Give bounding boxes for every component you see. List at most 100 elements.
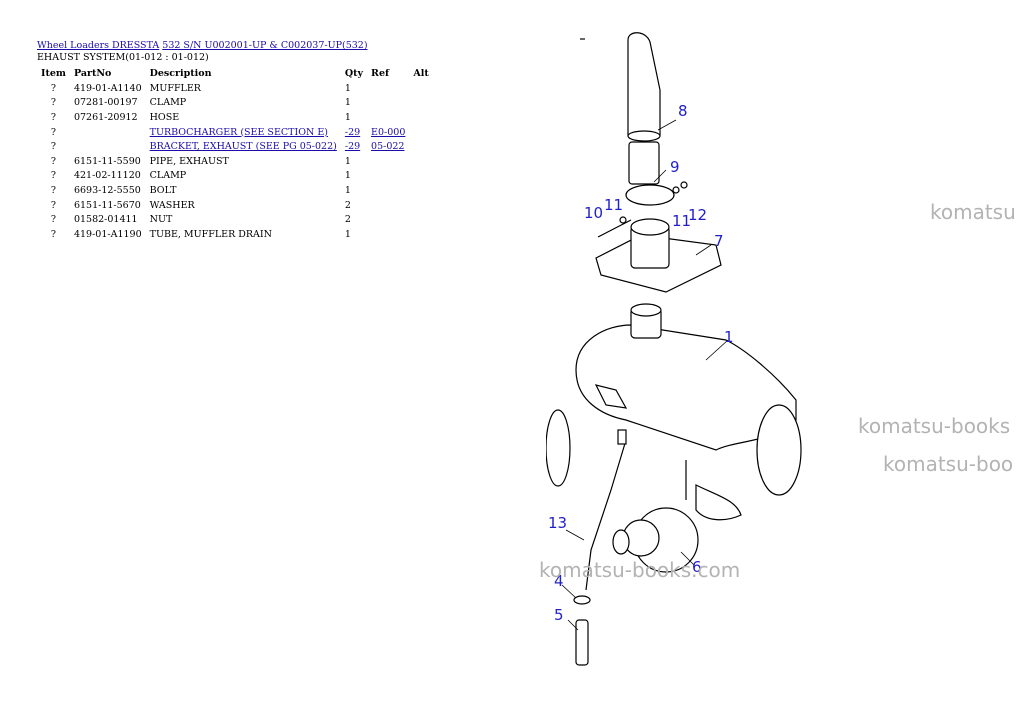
callout-1: 1: [724, 328, 734, 346]
table-row: ? TURBOCHARGER (SEE SECTION E) -29 E0-000: [37, 125, 433, 140]
cell-alt: [409, 227, 432, 242]
watermark: komatsu-boo: [883, 452, 1014, 476]
turbo-inlet-end: [612, 529, 630, 555]
cell-item: ?: [50, 199, 57, 211]
callout-11-right: 11: [672, 212, 691, 230]
cell-ref: [367, 183, 409, 198]
watermark: komatsu-books.com: [539, 558, 741, 582]
col-ref: Ref: [371, 68, 390, 79]
bolt: [597, 219, 632, 238]
cell-alt: [409, 81, 432, 96]
cell-qty: 2: [344, 214, 351, 226]
exhaust-stack: [627, 32, 661, 136]
clamp-ring: [625, 184, 675, 206]
exploded-parts-diagram: 8 9 10 11 11 12 7 1 13 4 5 6: [546, 32, 802, 666]
table-row: ? 419-01-A1190 TUBE, MUFFLER DRAIN 1: [37, 227, 433, 242]
muffler-end-cap: [756, 404, 802, 496]
cell-item: ?: [50, 184, 57, 196]
cell-partno: 07281-00197: [73, 97, 138, 109]
col-description: Description: [149, 68, 212, 79]
cell-ref: 05-022: [367, 139, 409, 154]
muffler-bracket: [594, 384, 628, 409]
cell-description: MUFFLER: [149, 82, 201, 94]
cell-qty: 1: [344, 111, 351, 123]
cell-qty-link[interactable]: -29: [344, 141, 361, 153]
inlet-opening: [630, 303, 662, 317]
washer-left: [619, 216, 627, 224]
side-ellipse: [546, 409, 571, 487]
cell-alt: [409, 183, 432, 198]
cell-ref: [367, 212, 409, 227]
drain-tube: [585, 439, 627, 591]
cell-description: NUT: [149, 214, 173, 226]
col-alt: Alt: [413, 68, 429, 79]
cell-description: TURBOCHARGER (SEE SECTION E): [146, 125, 341, 140]
cell-partno: 01582-01411: [73, 214, 138, 226]
cell-ref: E0-000: [367, 125, 409, 140]
cell-partno: 6693-12-5550: [73, 184, 141, 196]
cell-ref: [367, 154, 409, 169]
callout-6: 6: [692, 558, 702, 576]
callout-5: 5: [554, 606, 564, 624]
cell-item: ?: [50, 126, 57, 138]
callout-7: 7: [714, 232, 724, 250]
cell-description: HOSE: [149, 111, 180, 123]
callout-9: 9: [670, 158, 680, 176]
breadcrumb-link-model[interactable]: Wheel Loaders DRESSTA: [37, 40, 160, 51]
cell-item: ?: [50, 141, 57, 153]
breadcrumb-link-serial[interactable]: 532 S/N U002001-UP & C002037-UP(532): [162, 40, 368, 51]
drain-clamp: [573, 595, 591, 605]
cell-description-link[interactable]: BRACKET, EXHAUST (SEE PG 05-022): [149, 141, 337, 153]
callout-4: 4: [554, 572, 564, 590]
stack-opening: [627, 130, 661, 142]
cell-alt: [409, 169, 432, 184]
cell-ref: [367, 227, 409, 242]
cell-alt: [409, 139, 432, 154]
washer-right: [672, 186, 680, 194]
cell-item: ?: [50, 228, 57, 240]
cell-qty: 1: [344, 82, 351, 94]
cell-qty: 1: [344, 228, 351, 240]
cell-alt: [409, 96, 432, 111]
cell-qty: 1: [344, 170, 351, 182]
cell-ref: [367, 96, 409, 111]
cell-description: TUBE, MUFFLER DRAIN: [149, 228, 272, 240]
cell-partno: 419-01-A1140: [73, 82, 142, 94]
muffler-body: [575, 324, 797, 451]
cell-qty: 1: [344, 184, 351, 196]
cell-ref: [367, 81, 409, 96]
cell-ref-link[interactable]: 05-022: [371, 141, 405, 153]
cell-qty: 1: [344, 155, 351, 167]
cell-ref: [367, 110, 409, 125]
callout-13: 13: [548, 514, 567, 532]
cell-ref-link[interactable]: E0-000: [371, 126, 406, 138]
table-row: ? BRACKET, EXHAUST (SEE PG 05-022) -29 05-0…: [37, 139, 433, 154]
cell-partno: 419-01-A1190: [73, 228, 142, 240]
drain-fitting: [617, 429, 627, 445]
cell-partno: [70, 139, 146, 154]
nut-right: [680, 181, 688, 189]
callout-8: 8: [678, 102, 688, 120]
cell-description-link[interactable]: TURBOCHARGER (SEE SECTION E): [149, 126, 328, 138]
cell-qty: -29: [341, 125, 367, 140]
cell-qty-link[interactable]: -29: [344, 126, 361, 138]
col-partno: PartNo: [73, 68, 112, 79]
watermark: komatsu: [930, 200, 1016, 224]
cell-partno: 6151-11-5590: [73, 155, 141, 167]
flange-pipe-opening: [630, 218, 670, 236]
cell-qty: 1: [344, 97, 351, 109]
cell-alt: [409, 110, 432, 125]
col-item: Item: [41, 68, 66, 79]
cell-alt: [409, 125, 432, 140]
watermark: komatsu-books: [858, 414, 1011, 438]
table-header-row: Item PartNo Description Qty Ref Alt: [37, 66, 433, 81]
cell-description: BRACKET, EXHAUST (SEE PG 05-022): [146, 139, 341, 154]
